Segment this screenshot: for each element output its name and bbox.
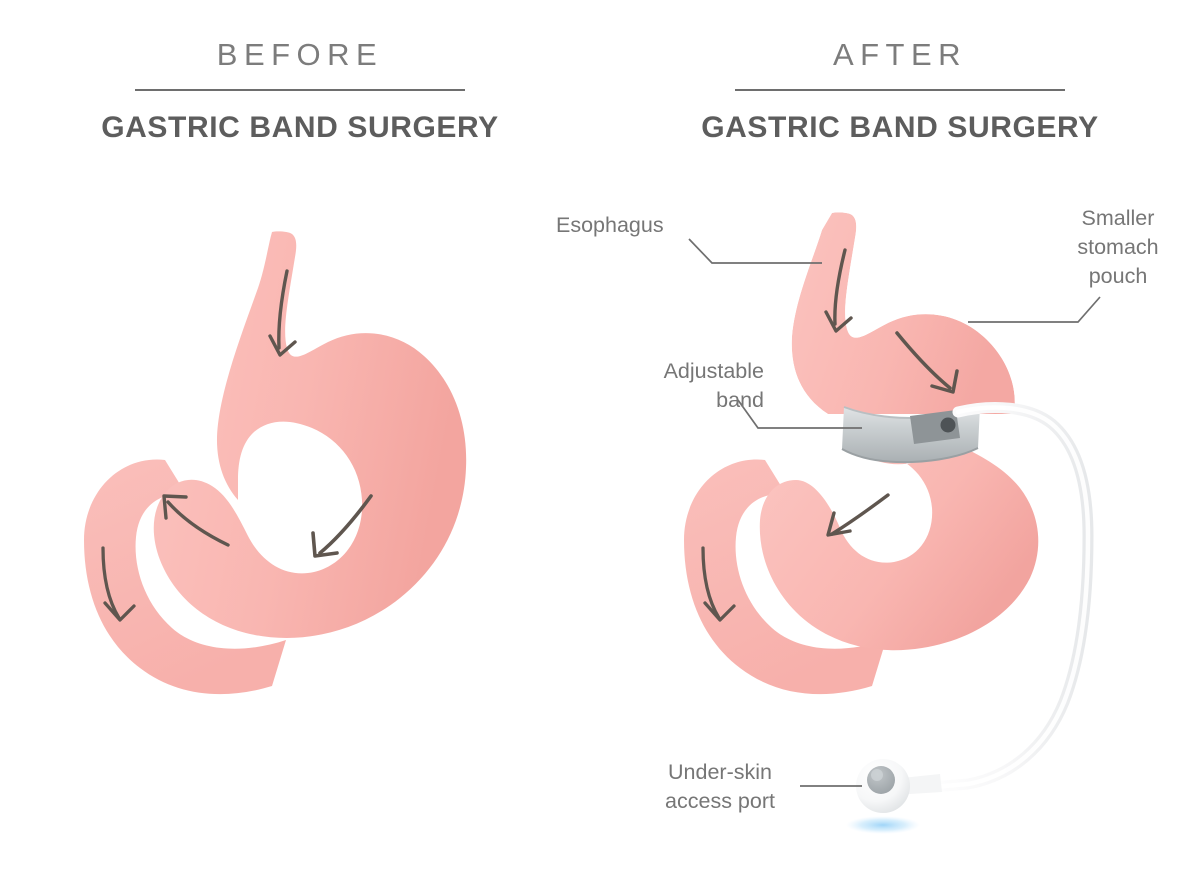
- leader-line-smaller-pouch: [968, 296, 1101, 323]
- leader-line-esophagus: [688, 238, 822, 264]
- smaller-pouch-shape: [791, 212, 1015, 414]
- flow-arrow-duodenum-head: [103, 601, 136, 622]
- flow-arrow-esophagus: [833, 248, 847, 326]
- duodenum-shape: [684, 459, 886, 695]
- flow-arrow-antrum-head: [162, 494, 188, 520]
- band-bottom-edge: [841, 447, 979, 464]
- flow-arrow-esophagus-head: [824, 310, 853, 333]
- flow-arrow-lower-stomach: [830, 493, 890, 536]
- flow-arrow-esophagus-head: [268, 334, 297, 357]
- flow-arrow-body: [318, 494, 373, 555]
- before-anatomy-art: [84, 231, 467, 695]
- connecting-tube-highlight: [917, 405, 1091, 791]
- lower-stomach-shape: [759, 444, 1039, 651]
- flow-arrow-pouch-head: [930, 369, 959, 394]
- port-glow: [846, 816, 920, 834]
- access-port-septum-highlight: [871, 769, 883, 781]
- callout-label-smaller-pouch: Smaller stomach pouch: [1077, 206, 1159, 289]
- leader-line-adjustable-band: [737, 399, 862, 429]
- stomach-shape: [153, 231, 467, 638]
- after-anatomy-art: [600, 0, 1200, 892]
- flow-arrow-body-head: [311, 531, 339, 558]
- callout-label-adjustable-band: Adjustable band: [663, 359, 764, 413]
- flow-arrow-duodenum: [101, 546, 121, 620]
- flow-arrow-antrum: [166, 500, 230, 547]
- duodenum-shape: [84, 459, 286, 695]
- flow-arrow-duodenum-head: [703, 601, 736, 622]
- flow-arrow-lower-stomach-head: [826, 511, 852, 537]
- band-clasp-stud-icon: [940, 417, 956, 433]
- flow-arrow-pouch: [895, 331, 952, 390]
- callout-label-access-port: Under-skin access port: [665, 760, 775, 814]
- flow-arrow-duodenum: [701, 546, 721, 620]
- flow-arrow-esophagus: [277, 269, 289, 350]
- callout-label-esophagus: Esophagus: [556, 213, 664, 237]
